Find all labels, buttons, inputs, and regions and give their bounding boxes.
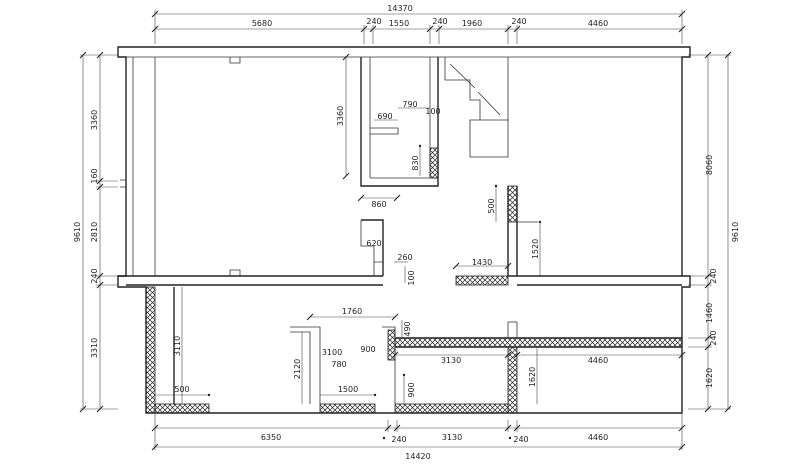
bottom-dimension-chain: 6350 240 3130 240 4460 14420 <box>151 414 686 461</box>
top-seg-240a: 240 <box>366 17 381 26</box>
top-seg-1550: 1550 <box>389 19 409 28</box>
right-seg-8060: 8060 <box>705 155 714 175</box>
left-seg-3360: 3360 <box>90 110 99 130</box>
left-seg-240: 240 <box>90 268 99 283</box>
right-seg-240a: 240 <box>709 268 718 283</box>
top-dimension-chain: 14370 5680 240 1550 240 1960 240 4460 <box>151 4 686 44</box>
bottom-seg-240b: 240 <box>513 435 528 444</box>
dim-690: 690 <box>377 112 392 121</box>
dim-900b: 900 <box>407 382 416 397</box>
dim-2120: 2120 <box>293 359 302 379</box>
bottom-total-label: 14420 <box>405 452 430 461</box>
dim-260: 260 <box>397 253 412 262</box>
right-seg-1620: 1620 <box>705 368 714 388</box>
top-seg-240c: 240 <box>511 17 526 26</box>
dim-500b: 500 <box>174 385 189 394</box>
dim-100b: 100 <box>407 270 416 285</box>
exterior-walls <box>117 46 691 414</box>
left-dimension-chain: 9610 3360 160 2810 240 3310 <box>73 51 118 413</box>
dim-1760: 1760 <box>342 307 362 316</box>
right-total-label: 9610 <box>731 222 740 242</box>
left-seg-2810: 2810 <box>90 222 99 242</box>
dim-1430: 1430 <box>472 258 492 267</box>
dim-830: 830 <box>411 155 420 170</box>
bottom-seg-4460: 4460 <box>588 433 608 442</box>
dim-toilet-3360: 3360 <box>336 106 345 126</box>
dim-3110: 3110 <box>173 336 182 356</box>
dim-1620-inner: 1620 <box>528 367 537 387</box>
dim-490: 490 <box>403 321 412 336</box>
bottom-seg-6350: 6350 <box>261 433 281 442</box>
left-seg-160: 160 <box>90 168 99 183</box>
interior-walls <box>145 57 683 414</box>
top-seg-1960: 1960 <box>462 19 482 28</box>
right-seg-240b: 240 <box>709 330 718 345</box>
dim-100a: 100 <box>425 107 440 116</box>
dim-860: 860 <box>371 200 386 209</box>
dim-1520: 1520 <box>531 239 540 259</box>
left-seg-3310: 3310 <box>90 338 99 358</box>
dim-900a: 900 <box>360 345 375 354</box>
dim-620: 620 <box>366 239 381 248</box>
top-seg-4460: 4460 <box>588 19 608 28</box>
dim-3100: 3100 <box>322 348 342 357</box>
interior-dimensions: 3360 790 100 690 830 860 500 1520 620 26… <box>155 53 686 440</box>
right-seg-1460: 1460 <box>705 303 714 323</box>
dim-780: 780 <box>331 360 346 369</box>
dim-3130: 3130 <box>441 356 461 365</box>
dim-500a: 500 <box>487 198 496 213</box>
top-seg-240b: 240 <box>432 17 447 26</box>
bottom-seg-240a: 240 <box>391 435 406 444</box>
dim-790: 790 <box>402 100 417 109</box>
left-total-label: 9610 <box>73 222 82 242</box>
dim-1500: 1500 <box>338 385 358 394</box>
dim-4460-inner: 4460 <box>588 356 608 365</box>
right-dimension-chain: 8060 240 1460 240 1620 9610 <box>688 51 740 413</box>
top-seg-5680: 5680 <box>252 19 272 28</box>
bottom-seg-3130: 3130 <box>442 433 462 442</box>
top-total-label: 14370 <box>387 4 412 13</box>
